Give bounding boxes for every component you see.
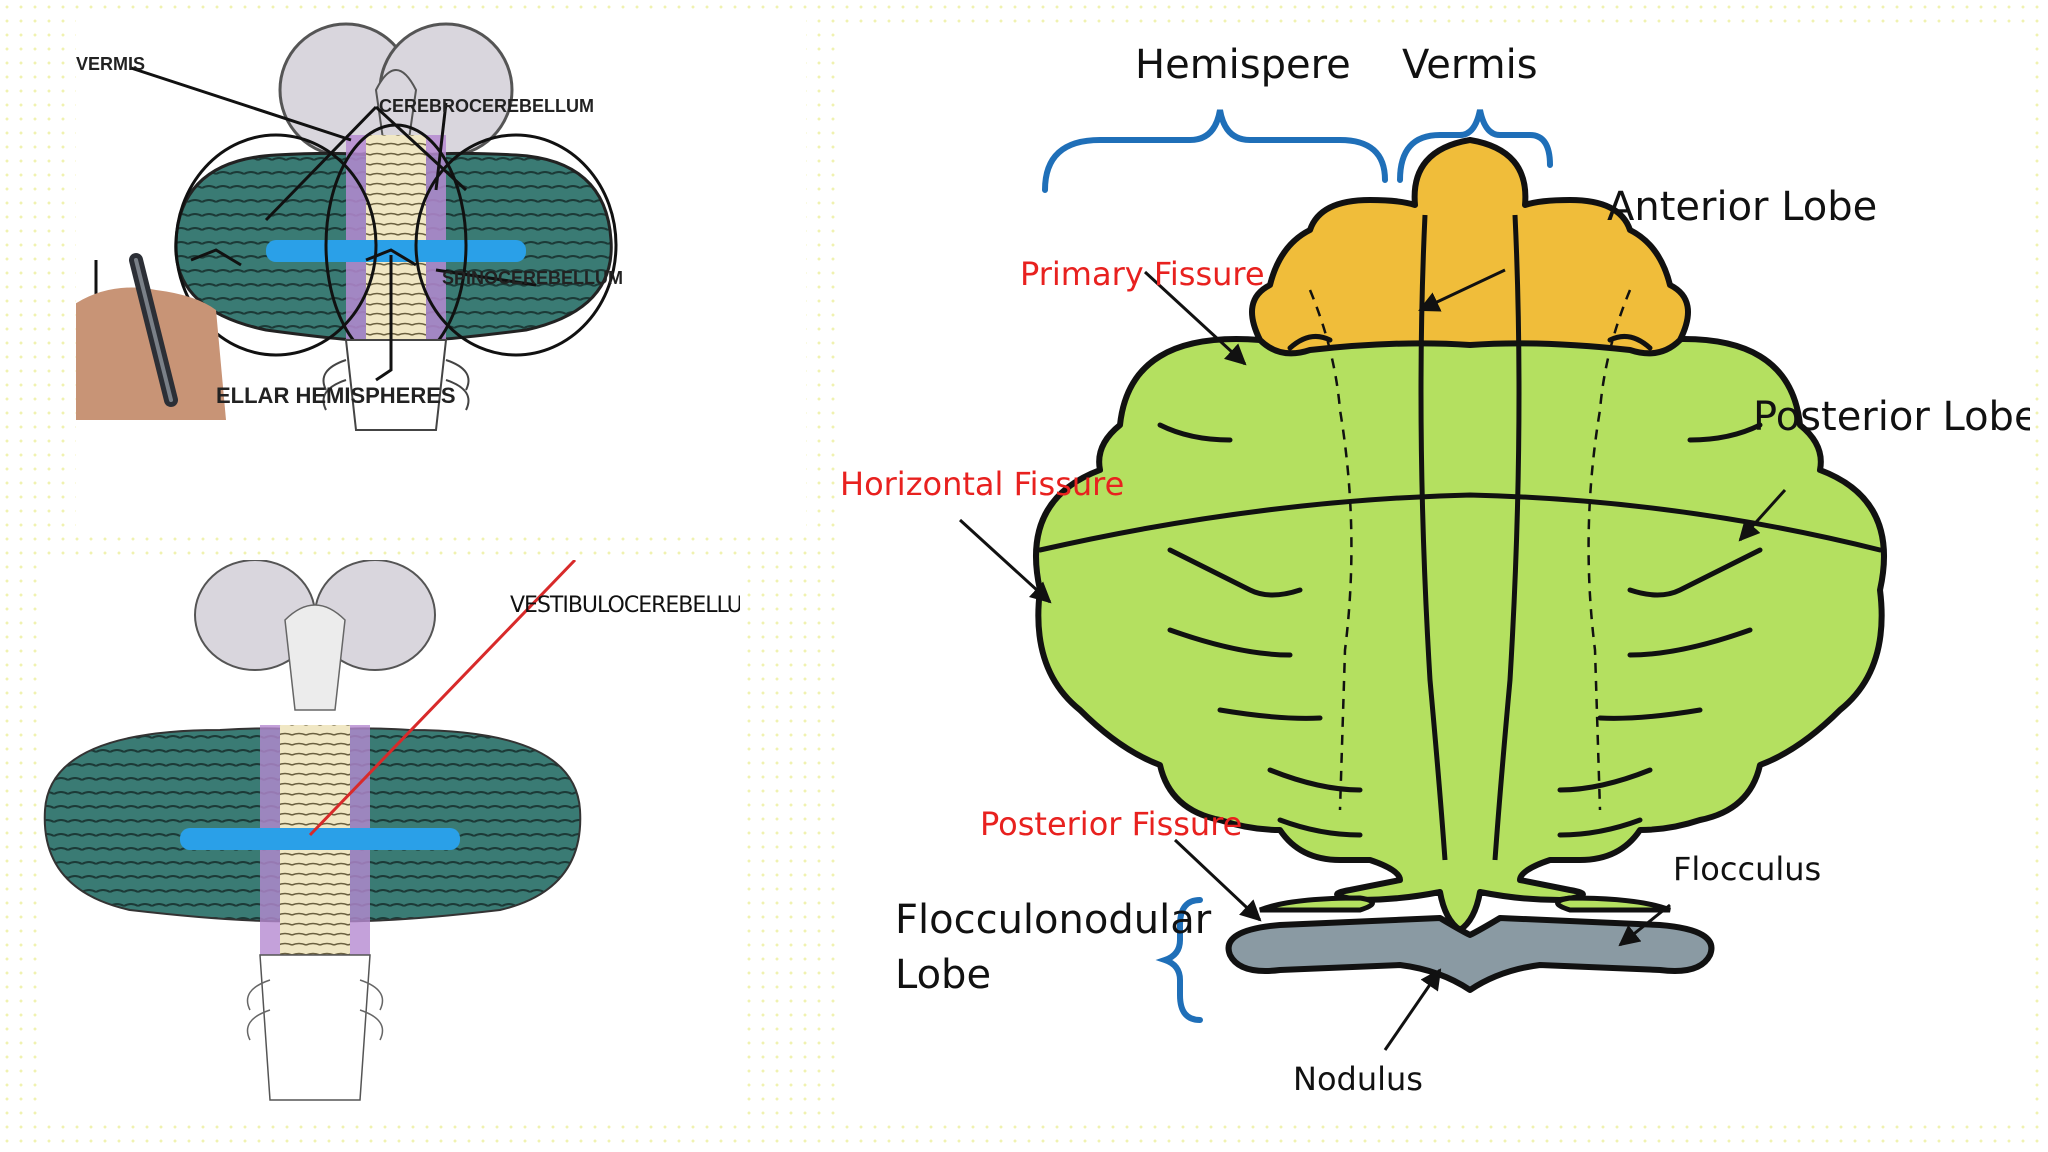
- flocculus-label: Flocculus: [1673, 850, 1821, 888]
- cerebrocerebellum-outline: [174, 133, 378, 357]
- hemisphere-label: Hemispere: [1135, 42, 1351, 88]
- nodulus-label: Nodulus: [1293, 1060, 1423, 1098]
- right-flocculus-folium: [1555, 895, 1671, 913]
- posterior-fissure-arrow: [1173, 838, 1262, 922]
- anterior-lobe-arrow: [1418, 268, 1506, 312]
- right-diagram-panel: Hemispere Vermis: [840, 30, 2030, 1120]
- flocculonodular-band: [266, 240, 526, 262]
- label-arrows: [958, 268, 1787, 1051]
- midbrain-top: [278, 22, 514, 161]
- horizontal-fissure-arrow: [958, 518, 1052, 604]
- brainstem: [259, 954, 371, 1101]
- horizontal-fissure-label: Horizontal Fissure: [840, 465, 1124, 503]
- anterior-lobe-label: Anterior Lobe: [1607, 184, 1877, 230]
- vermis-label: VERMIS: [76, 54, 145, 74]
- flocculonodular-label-line2: Lobe: [895, 952, 991, 998]
- cerebellum-lobes-diagram: Hemispere Vermis: [840, 42, 2030, 1098]
- vermis-brace: [1397, 109, 1553, 183]
- vestibulocerebellum-drawing: VESTIBULOCEREBELLUM: [43, 560, 740, 1101]
- nerve-roots: [322, 359, 470, 411]
- paravermal-dashed-lines: [1308, 289, 1632, 811]
- spinocerebellum-label: SPINOCEREBELLUM: [442, 268, 623, 288]
- primary-fissure-arrow: [1143, 270, 1247, 366]
- primary-fissure-label: Primary Fissure: [1020, 255, 1265, 293]
- vermis-boundary-lines: [1418, 214, 1522, 861]
- left-flocculus-folium: [1259, 895, 1375, 913]
- drawing-hand-image: [76, 253, 226, 420]
- flocculus-arrow: [1618, 903, 1671, 947]
- vestibulocerebellum-pointer: [308, 560, 577, 837]
- nerve-roots: [246, 979, 384, 1041]
- anterior-lobe: [1249, 137, 1691, 357]
- flocculonodular-band: [180, 828, 460, 850]
- top-left-diagram-panel: VERMIS CEREBROCEREBELLUM SPINOCEREBELLUM…: [76, 10, 806, 531]
- functional-divisions-drawing: VERMIS CEREBROCEREBELLUM SPINOCEREBELLUM…: [76, 22, 623, 431]
- hemisphere-brace: [1042, 109, 1388, 193]
- bottom-left-diagram-panel: VESTIBULOCEREBELLUM: [40, 560, 740, 1120]
- cerebrocerebellum-outline-right: [414, 133, 618, 357]
- posterior-lobe-arrow: [1738, 488, 1787, 542]
- midbrain-top: [194, 560, 436, 711]
- posterior-lobe-label: Posterior Lobe: [1753, 394, 2030, 440]
- flocculonodular-label-line1: Flocculonodular: [895, 897, 1212, 943]
- flocculonodular-brace: [1155, 897, 1203, 1023]
- nodulus-arrow: [1383, 968, 1442, 1051]
- posterior-fissure-label: Posterior Fissure: [980, 805, 1242, 843]
- vermis-top-label: Vermis: [1402, 42, 1538, 88]
- vestibulocerebellum-label: VESTIBULOCEREBELLUM: [510, 593, 740, 618]
- cerebellar-hemispheres-label: ELLAR HEMISPHERES: [216, 383, 456, 408]
- brainstem: [344, 339, 448, 431]
- cerebrocerebellum-label: CEREBROCEREBELLUM: [379, 96, 594, 116]
